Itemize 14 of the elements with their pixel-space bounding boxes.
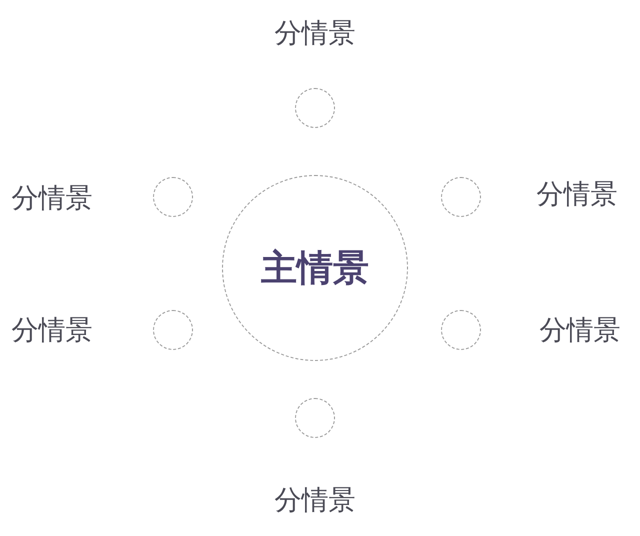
scene-title: 主情景: [261, 246, 369, 290]
scene-label: 分情景: [536, 178, 618, 212]
scene-label: 分情景: [12, 182, 92, 216]
main-scene-circle: [222, 175, 408, 361]
dashed-circle: [295, 88, 335, 128]
dashed-circle: [441, 177, 481, 217]
scene-label: 分情景: [274, 484, 356, 518]
scene-label: 分情景: [12, 314, 92, 348]
dashed-circle: [153, 310, 193, 350]
scene-label: 分情景: [274, 17, 356, 51]
scene-label: 分情景: [540, 314, 620, 348]
dashed-circle: [153, 177, 193, 217]
dashed-circle: [295, 398, 335, 438]
dashed-circle: [441, 310, 481, 350]
